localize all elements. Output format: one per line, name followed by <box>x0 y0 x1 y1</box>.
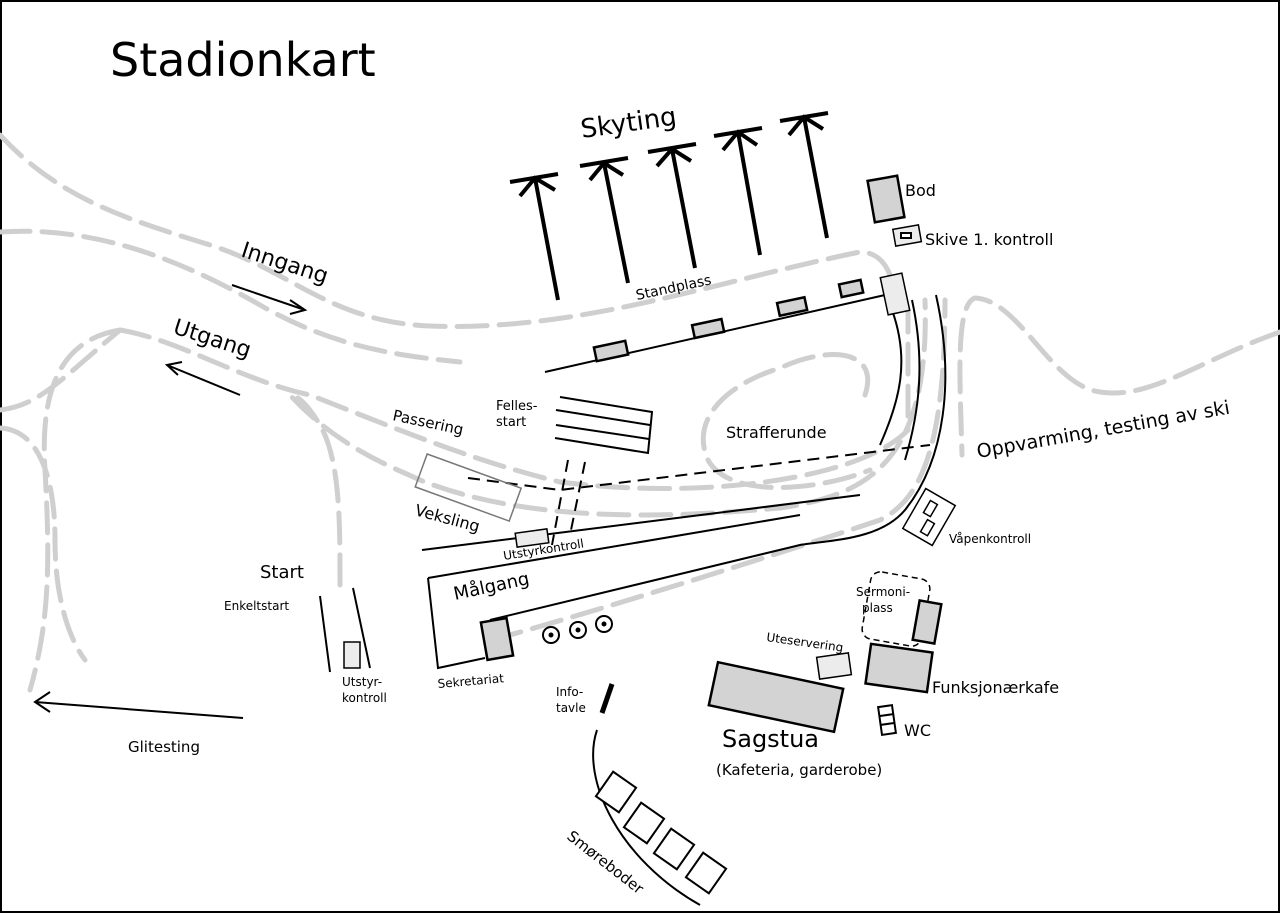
label-glitesting: Glitesting <box>128 738 200 756</box>
label-bod: Bod <box>905 181 936 200</box>
label-fellesstart-2: start <box>496 415 526 430</box>
label-strafferunde: Strafferunde <box>726 423 827 442</box>
bod-building <box>866 174 906 224</box>
buildings <box>343 174 957 895</box>
label-fellesstart-1: Felles- <box>496 399 538 414</box>
ski-trails <box>0 132 1280 693</box>
label-info-2: tavle <box>556 701 586 715</box>
label-wc: WC <box>904 721 931 740</box>
label-sagstua-sub: (Kafeteria, garderobe) <box>716 761 882 779</box>
label-vapenkontroll: Våpenkontroll <box>949 532 1031 546</box>
label-skive: Skive 1. kontroll <box>925 230 1053 249</box>
label-sekretariat: Sekretariat <box>437 671 505 691</box>
label-funksjonaerkafe: Funksjonærkafe <box>932 678 1059 697</box>
label-sermoni-1: Sermoni- <box>856 585 910 599</box>
map-title: Stadionkart <box>110 33 376 87</box>
label-enkeltstart: Enkeltstart <box>224 599 289 613</box>
label-info-1: Info- <box>556 685 583 699</box>
label-start: Start <box>260 562 304 583</box>
label-sagstua: Sagstua <box>722 725 819 753</box>
label-utstyr-2: kontroll <box>342 691 387 705</box>
track-lines <box>33 284 947 906</box>
label-utstyr-1: Utstyr- <box>342 675 382 689</box>
shooting-lanes <box>509 111 829 301</box>
label-sermoni-2: plass <box>862 601 893 615</box>
